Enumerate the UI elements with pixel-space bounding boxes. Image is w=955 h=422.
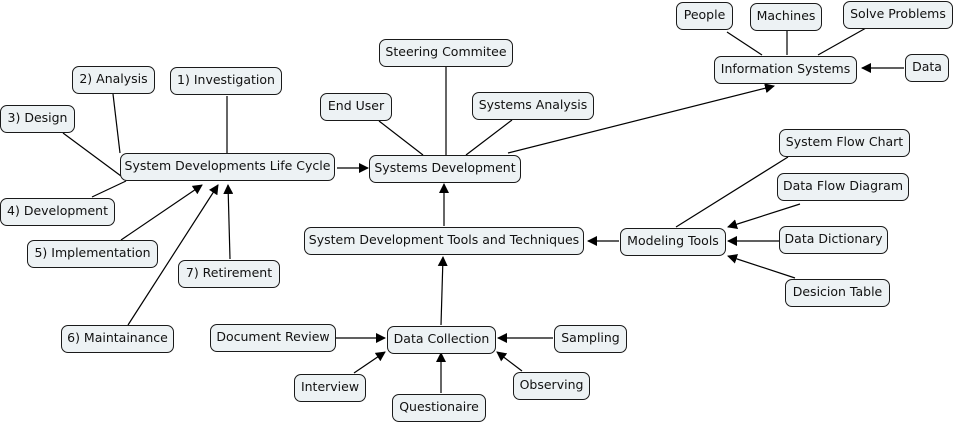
node-data-flow-diagram[interactable]: Data Flow Diagram xyxy=(777,173,909,201)
node-people[interactable]: People xyxy=(676,2,733,30)
node-analysis[interactable]: 2) Analysis xyxy=(72,66,155,94)
arrow-interview xyxy=(353,351,386,374)
node-maintenance[interactable]: 6) Maintainance xyxy=(61,325,174,353)
node-development[interactable]: 4) Development xyxy=(0,198,115,226)
node-systems-analysis[interactable]: Systems Analysis xyxy=(472,92,594,120)
connector-people xyxy=(726,31,763,56)
connector-systems-analysis xyxy=(465,119,513,156)
node-data-collection[interactable]: Data Collection xyxy=(387,326,496,354)
connector-end-user xyxy=(378,120,424,156)
node-decision-table[interactable]: Desicion Table xyxy=(785,279,890,307)
arrow-decision-table xyxy=(727,254,796,279)
node-design[interactable]: 3) Design xyxy=(0,105,75,133)
arrow-maintenance xyxy=(127,184,219,326)
node-data-dictionary[interactable]: Data Dictionary xyxy=(779,226,888,254)
arrow-observing xyxy=(496,351,523,372)
node-end-user[interactable]: End User xyxy=(320,93,392,121)
node-observing[interactable]: Observing xyxy=(513,372,590,400)
node-sampling[interactable]: Sampling xyxy=(554,325,627,353)
node-interview[interactable]: Interview xyxy=(294,374,366,402)
node-investigation[interactable]: 1) Investigation xyxy=(170,67,282,95)
connector-design xyxy=(62,132,122,177)
arrow-collection-to-tools xyxy=(437,256,448,326)
node-modeling-tools[interactable]: Modeling Tools xyxy=(620,228,726,256)
node-system-flow-chart[interactable]: System Flow Chart xyxy=(779,129,910,157)
node-tools-techniques[interactable]: System Development Tools and Techniques xyxy=(304,227,584,255)
node-machines[interactable]: Machines xyxy=(750,3,822,31)
arrow-sysdev-to-info xyxy=(507,83,775,154)
node-steering-committee[interactable]: Steering Commitee xyxy=(379,39,513,67)
arrow-dfd xyxy=(727,203,801,230)
node-data[interactable]: Data xyxy=(905,54,949,82)
connector-analysis xyxy=(112,93,121,154)
connector-solve-problems xyxy=(817,27,867,56)
node-sdlc[interactable]: System Developments Life Cycle xyxy=(120,153,335,181)
node-document-review[interactable]: Document Review xyxy=(210,324,336,352)
connector-flow-chart xyxy=(675,156,789,228)
arrow-retirement xyxy=(223,184,234,260)
node-retirement[interactable]: 7) Retirement xyxy=(178,260,280,288)
node-solve-problems[interactable]: Solve Problems xyxy=(843,1,953,29)
connector-development xyxy=(91,180,127,198)
node-systems-development[interactable]: Systems Development xyxy=(369,155,521,183)
arrow-implementation xyxy=(120,184,203,241)
node-implementation[interactable]: 5) Implementation xyxy=(27,240,158,268)
node-information-systems[interactable]: Information Systems xyxy=(714,56,857,84)
node-questionnaire[interactable]: Questionaire xyxy=(392,394,486,422)
